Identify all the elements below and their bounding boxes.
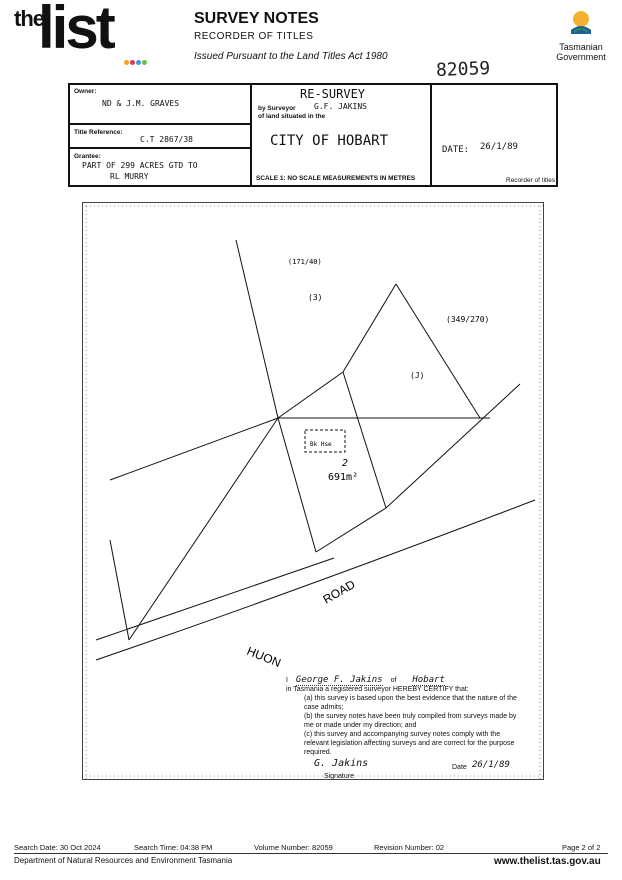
cert-prefix: I	[286, 677, 288, 684]
cert-date-value: 26/1/89	[472, 760, 510, 770]
grantee-cell: Grantee: PART OF 299 ACRES GTD TO RL MUR…	[69, 148, 251, 186]
gov-line2: Government	[556, 52, 606, 62]
footer-divider	[14, 853, 608, 854]
logo-dots	[124, 52, 148, 70]
search-time: Search Time: 04:38 PM	[134, 843, 213, 852]
cert-line2: in Tasmania a registered surveyor HEREBY…	[286, 686, 469, 693]
lot-area: 691m²	[328, 472, 358, 483]
page-indicator: Page 2 of 2	[562, 843, 601, 852]
revision-number: Revision Number: 02	[374, 843, 445, 852]
lot-j: (J)	[410, 371, 424, 380]
surveyor-name: G.F. JAKINS	[314, 102, 367, 111]
owner-value: ND & J.M. GRAVES	[102, 99, 180, 108]
land-situated-label: of land situated in the	[258, 113, 326, 120]
volume-number: Volume Number: 82059	[254, 843, 333, 852]
cert-of: of	[390, 677, 397, 684]
survey-form-header: Owner: ND & J.M. GRAVES Title Reference:…	[68, 83, 558, 187]
thelist-url[interactable]: www.thelist.tas.gov.au	[494, 856, 601, 867]
lot-3: (3)	[308, 293, 322, 302]
cert-c: (c) this survey and accompanying survey …	[304, 731, 515, 756]
road-label-road: ROAD	[321, 577, 358, 607]
title-ref-cell: Title Reference: C.T 2867/38	[69, 124, 251, 148]
bk-hse: Bk Hse	[310, 441, 332, 448]
ref-349: (349/270)	[446, 315, 489, 324]
location: CITY OF HOBART	[270, 133, 389, 149]
cert-place: Hobart	[412, 675, 445, 686]
ref-top: (171/40)	[288, 258, 322, 266]
date-value: 26/1/89	[480, 142, 518, 152]
logo-list: list	[38, 0, 116, 61]
title-ref-value: C.T 2867/38	[140, 135, 193, 144]
logo-the: the	[14, 6, 45, 31]
signature-label: Signature	[324, 773, 354, 780]
date-label: DATE:	[442, 145, 470, 155]
grantee-label: Grantee:	[74, 153, 101, 160]
cert-a: (a) this survey is based upon the best e…	[304, 695, 517, 711]
title-ref-label: Title Reference:	[74, 129, 123, 136]
department-name: Department of Natural Resources and Envi…	[14, 856, 233, 865]
cert-name: George F. Jakins	[295, 675, 383, 686]
surveyor-certificate: I George F. Jakins of Hobart in Tasmania…	[286, 675, 526, 783]
grantee-line1: PART OF 299 ACRES GTD TO	[82, 161, 198, 170]
document-title: SURVEY NOTES	[194, 10, 319, 27]
tasmanian-government-logo: Tasmanian Government	[548, 8, 614, 62]
road-label-huon: HUON	[245, 644, 283, 670]
scale-note: SCALE 1: NO SCALE MEASUREMENTS IN METRES	[256, 175, 416, 182]
search-date: Search Date: 30 Oct 2024	[14, 843, 101, 852]
grantee-line2: RL MURRY	[110, 172, 149, 181]
survey-type: RE-SURVEY	[300, 87, 366, 101]
signature: G. Jakins	[314, 758, 369, 769]
frame-ticks	[82, 202, 544, 780]
cert-date-label: Date	[452, 764, 467, 771]
owner-label: Owner:	[74, 88, 97, 95]
lot-number: 2	[342, 458, 348, 469]
survey-cell: RE-SURVEY by Surveyor G.F. JAKINS of lan…	[251, 84, 431, 186]
owner-cell: Owner: ND & J.M. GRAVES	[69, 84, 251, 124]
recorder-label: Recorder of titles	[506, 177, 556, 184]
date-cell: DATE: 26/1/89 Recorder of titles	[431, 84, 557, 186]
gov-line1: Tasmanian	[559, 42, 603, 52]
by-surveyor-label: by Surveyor	[258, 105, 296, 112]
document-subtitle: RECORDER OF TITLES	[194, 31, 314, 42]
government-crest-icon	[571, 11, 591, 34]
parcel-lines	[95, 239, 536, 661]
cert-b: (b) the survey notes have been truly com…	[304, 713, 517, 729]
survey-plan-frame	[82, 202, 544, 780]
act-reference: Issued Pursuant to the Land Titles Act 1…	[194, 51, 388, 62]
